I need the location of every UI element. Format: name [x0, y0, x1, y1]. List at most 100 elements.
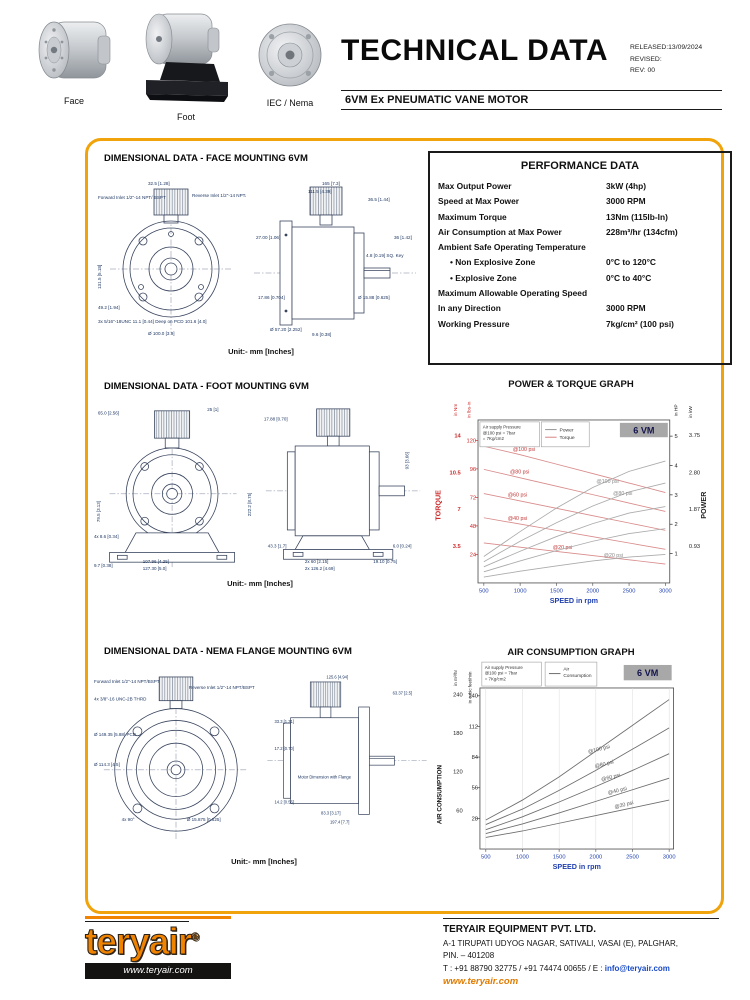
- footer-contact-block: TERYAIR EQUIPMENT PVT. LTD. A-1 TIRUPATI…: [443, 918, 719, 987]
- svg-text:@80 psi: @80 psi: [594, 759, 614, 770]
- svg-text:AIR CONSUMPTION: AIR CONSUMPTION: [437, 765, 444, 825]
- svg-text:56: 56: [472, 786, 478, 792]
- svg-text:500: 500: [479, 589, 489, 595]
- foot-front-drawing: 65.0 [2.56]25 [1]222.2 [8.75]79.5 [3.13]…: [94, 407, 252, 571]
- phone-numbers: T : +91 88790 32775 / +91 74474 00655 / …: [443, 964, 605, 973]
- svg-text:127.30 [5.0]: 127.30 [5.0]: [143, 566, 167, 571]
- svg-text:1000: 1000: [514, 589, 527, 595]
- nema-side-drawing: 125.6 [4.94]63.37 [2.5]33.3 [1.31]17.2 […: [267, 674, 427, 824]
- svg-text:@40 psi: @40 psi: [508, 516, 527, 522]
- svg-text:180: 180: [453, 731, 463, 737]
- svg-text:43.3 [1.7]: 43.3 [1.7]: [268, 544, 287, 549]
- release-info: RELEASED:13/09/2024 REVISED: REV: 00: [630, 42, 702, 77]
- svg-text:9.7 [0.38]: 9.7 [0.38]: [94, 563, 113, 568]
- svg-text:3: 3: [675, 493, 678, 499]
- logo-dark-bar: [85, 920, 189, 922]
- svg-text:in kW: in kW: [688, 406, 694, 418]
- logo-wordmark: teryair®: [84, 921, 199, 962]
- svg-text:17.2 [0.70]: 17.2 [0.70]: [275, 746, 294, 751]
- svg-text:65.0 [2.56]: 65.0 [2.56]: [98, 411, 119, 416]
- svg-text:2000: 2000: [586, 589, 599, 595]
- svg-text:SPEED in rpm: SPEED in rpm: [553, 863, 601, 871]
- website-link[interactable]: www.teryair.com: [443, 976, 519, 987]
- performance-title: PERFORMANCE DATA: [520, 160, 640, 172]
- section-title-face-mounting: DIMENSIONAL DATA - FACE MOUNTING 6VM: [104, 153, 308, 164]
- svg-text:2x 60 [2.15]: 2x 60 [2.15]: [305, 559, 328, 564]
- motor-face-image: [38, 21, 111, 79]
- svg-text:72: 72: [470, 495, 476, 501]
- svg-text:140: 140: [468, 694, 478, 700]
- svg-text:in m³/hr: in m³/hr: [453, 669, 459, 686]
- svg-text:@100 psi: @100 psi: [513, 447, 535, 453]
- svg-text:120: 120: [453, 770, 463, 776]
- svg-text:in HP: in HP: [673, 404, 679, 416]
- svg-text:6 VM: 6 VM: [633, 425, 654, 435]
- svg-text:19.10 [0.75]: 19.10 [0.75]: [373, 559, 397, 564]
- svg-text:3x 5/16"-18UNC 11.1 [0.44] Dee: 3x 5/16"-18UNC 11.1 [0.44] Deep on PCD 1…: [98, 319, 207, 324]
- svg-text:10.5: 10.5: [450, 470, 462, 476]
- logo-website: www.teryair.com: [85, 962, 231, 979]
- svg-text:96: 96: [470, 467, 476, 473]
- svg-text:2500: 2500: [623, 589, 636, 595]
- svg-text:197.4 [7.7]: 197.4 [7.7]: [330, 819, 349, 824]
- product-view-face: Face: [28, 14, 120, 106]
- svg-text:Reverse Inlet 1/2"-14 NPT/BSPT: Reverse Inlet 1/2"-14 NPT/BSPT: [189, 685, 255, 690]
- product-subtitle: 6VM Ex PNEUMATIC VANE MOTOR: [341, 90, 722, 110]
- svg-text:4x 8.6 [0.34]: 4x 8.6 [0.34]: [94, 534, 119, 539]
- svg-text:83.3 [3.17]: 83.3 [3.17]: [321, 810, 340, 815]
- email-link[interactable]: info@teryair.com: [604, 964, 670, 973]
- svg-text:14: 14: [454, 434, 461, 440]
- svg-text:in lbs-in: in lbs-in: [466, 401, 472, 418]
- svg-text:0.93: 0.93: [689, 544, 700, 550]
- svg-text:4.8 [0.19] SQ. Key: 4.8 [0.19] SQ. Key: [366, 253, 404, 258]
- page-title: TECHNICAL DATA: [341, 34, 608, 67]
- product-view-foot: Foot: [136, 8, 236, 122]
- svg-text:131.5 [5.18]: 131.5 [5.18]: [97, 265, 102, 289]
- product-view-iec-nema: IEC / Nema: [244, 22, 336, 108]
- svg-text:5: 5: [675, 434, 678, 440]
- motor-foot-image: [145, 13, 228, 102]
- svg-text:POWER: POWER: [700, 491, 708, 519]
- svg-text:Air supply Pressure: Air supply Pressure: [483, 425, 522, 430]
- motor-iec-nema-image: [258, 23, 322, 87]
- svg-text:36 [1.42]: 36 [1.42]: [394, 235, 412, 240]
- contact-line: T : +91 88790 32775 / +91 74474 00655 / …: [443, 964, 719, 973]
- section-title-nema-mounting: DIMENSIONAL DATA - NEMA FLANGE MOUNTING …: [104, 646, 352, 657]
- svg-text:6 VM: 6 VM: [637, 668, 658, 678]
- svg-text:Ø 114.3 [4.5]: Ø 114.3 [4.5]: [94, 762, 120, 767]
- svg-text:Ø 100.0 [3.9]: Ø 100.0 [3.9]: [148, 331, 175, 336]
- svg-text:27.00 [1.06]: 27.00 [1.06]: [256, 235, 280, 240]
- svg-text:@80 psi: @80 psi: [510, 470, 529, 476]
- svg-text:in cubic feet/min: in cubic feet/min: [467, 671, 472, 703]
- performance-row: Ambient Safe Operating Temperature: [438, 242, 586, 253]
- svg-text:1: 1: [675, 551, 678, 557]
- svg-text:125.6 [4.94]: 125.6 [4.94]: [326, 674, 348, 679]
- power-torque-graph: POWER & TORQUE GRAPH 500 1000 1500 2000 2500…: [432, 379, 710, 615]
- svg-text:3000: 3000: [659, 589, 672, 595]
- svg-text:1.87: 1.87: [689, 507, 700, 513]
- svg-text:222.2 [8.75]: 222.2 [8.75]: [247, 493, 252, 517]
- address-line-2: PIN. – 401208: [443, 951, 495, 960]
- svg-text:3000: 3000: [663, 855, 676, 861]
- svg-text:111.5 [4.39]: 111.5 [4.39]: [308, 189, 332, 194]
- logo-accent-bar: [85, 916, 231, 919]
- face-front-drawing: 32.5 [1.28]Forward Inlet 1/2"-14 NPT/ BS…: [97, 181, 246, 336]
- svg-text:1500: 1500: [550, 589, 563, 595]
- air-consumption-graph-title: AIR CONSUMPTION GRAPH: [507, 647, 635, 658]
- svg-text:in Nm: in Nm: [453, 404, 459, 417]
- svg-text:@60 psi: @60 psi: [508, 493, 527, 499]
- svg-text:@80 psi: @80 psi: [613, 491, 632, 497]
- svg-text:93 [3.66]: 93 [3.66]: [404, 452, 409, 469]
- teryair-logo: teryair® www.teryair.com: [84, 916, 237, 979]
- view-label-face: Face: [63, 96, 84, 106]
- power-torque-graph-title: POWER & TORQUE GRAPH: [508, 379, 634, 390]
- svg-text:Forward Inlet 1/2"-14 NPT/ BSP: Forward Inlet 1/2"-14 NPT/ BSPT: [98, 195, 166, 200]
- svg-text:14.2 [0.56]: 14.2 [0.56]: [275, 800, 294, 805]
